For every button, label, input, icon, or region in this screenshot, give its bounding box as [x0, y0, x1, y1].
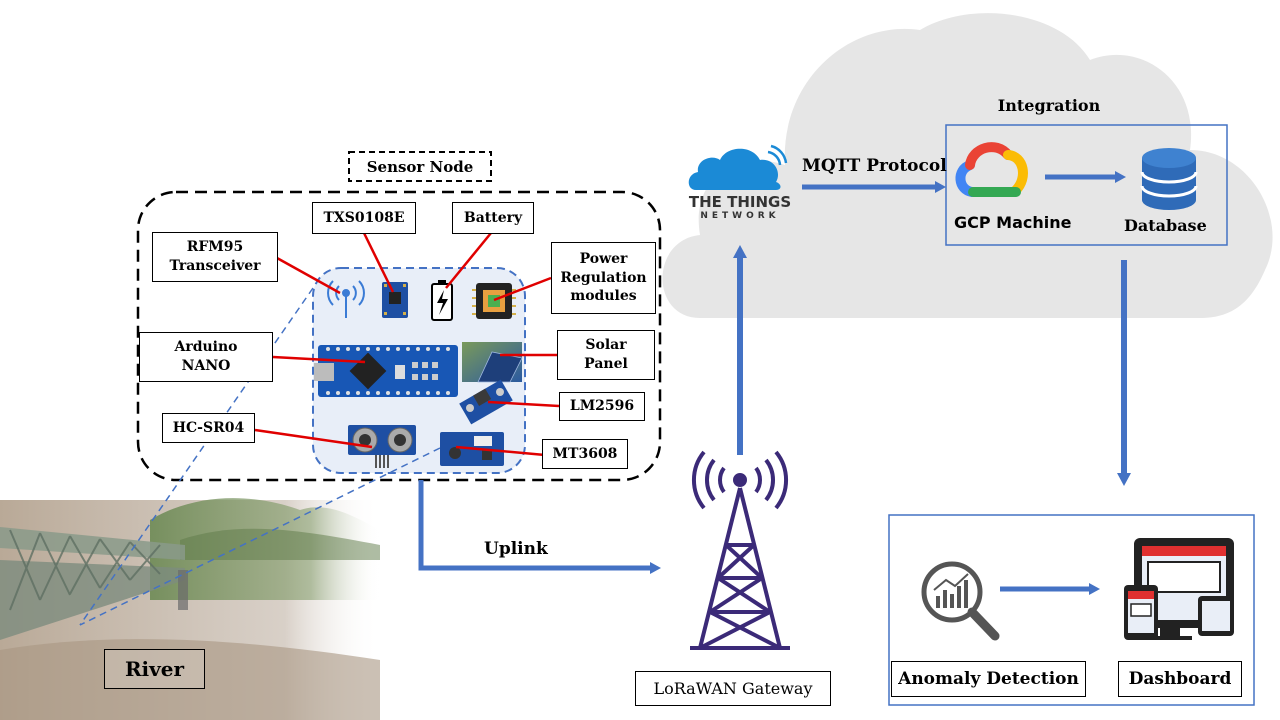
gateway-label: LoRaWAN Gateway [635, 671, 831, 706]
anomaly-magnifier-icon [921, 561, 1000, 641]
database-to-analytics-arrow [1117, 260, 1131, 486]
txs0108e-label: TXS0108E [312, 202, 416, 234]
arduino-nano-icon [314, 345, 458, 397]
hc-sr04-label: HC-SR04 [162, 413, 255, 443]
gcp-label: GCP Machine [954, 213, 1072, 232]
solar-panel-label: Solar Panel [557, 330, 655, 380]
mqtt-arrow [802, 181, 946, 193]
zoom-line-top [79, 287, 314, 626]
power-regulation-label: Power Regulation modules [551, 242, 656, 314]
ttn-line1: THE THINGS [688, 193, 792, 211]
dashboard-screens-icon [1124, 538, 1234, 640]
mqtt-label: MQTT Protocol [802, 156, 947, 176]
integration-title: Integration [997, 96, 1101, 115]
lm2596-label: LM2596 [559, 392, 645, 421]
component-connectors [254, 232, 560, 457]
analytics-box [888, 514, 1255, 706]
rfm95-label: RFM95 Transceiver [152, 232, 278, 282]
battery-label: Battery [452, 202, 534, 234]
gateway-to-ttn-arrow [733, 245, 747, 455]
ttn-logo-icon [688, 144, 788, 190]
database-icon [1140, 148, 1198, 210]
solar-panel-icon [462, 342, 523, 383]
zoom-line-bottom [79, 447, 441, 626]
sensor-node-title-box [348, 151, 492, 182]
txs0108e-chip-icon [382, 282, 408, 318]
uplink-label: Uplink [484, 539, 548, 559]
anomaly-to-dashboard-arrow [1000, 583, 1100, 595]
hc-sr04-icon [348, 425, 416, 468]
power-regulation-chip-icon [472, 283, 516, 319]
lm2596-module-icon [459, 379, 513, 425]
sensor-node-boundary [136, 190, 662, 482]
gcp-logo-icon [955, 142, 1028, 197]
mt3608-label: MT3608 [542, 439, 628, 469]
dashboard-label: Dashboard [1118, 661, 1242, 697]
river-label: River [104, 649, 205, 689]
database-label: Database [1124, 216, 1207, 235]
uplink-arrow [418, 480, 661, 574]
sensor-node-title: Sensor Node [366, 157, 474, 176]
gcp-to-database-arrow [1045, 171, 1126, 183]
battery-icon [431, 280, 453, 321]
anomaly-detection-label: Anomaly Detection [891, 661, 1086, 697]
lorawan-tower-icon [690, 450, 790, 650]
antenna-icon [327, 280, 365, 318]
integration-box [945, 124, 1228, 246]
river-photo [0, 498, 380, 720]
arduino-nano-label: Arduino NANO [139, 332, 273, 382]
ttn-line2: NETWORK [700, 211, 780, 221]
